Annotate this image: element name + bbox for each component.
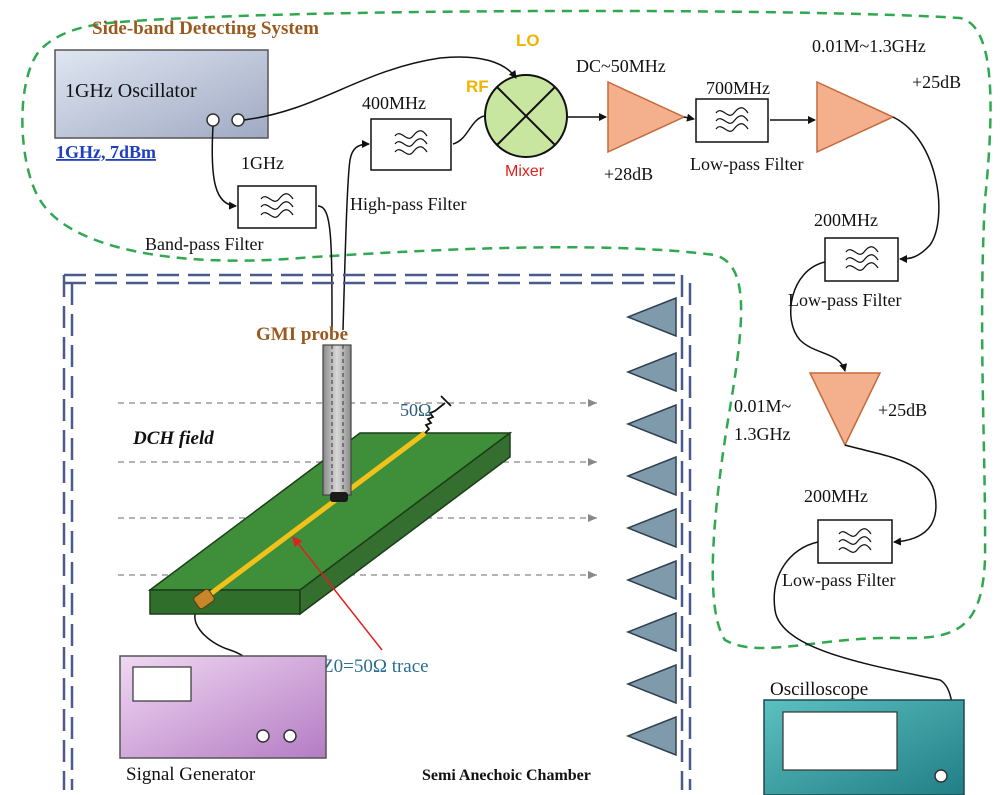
pcb-board — [147, 431, 513, 616]
oscilloscope-screen — [782, 711, 898, 771]
gmi-probe[interactable] — [322, 344, 352, 502]
highpass-freq: 400MHz — [362, 93, 426, 113]
mixer-lo-label: LO — [516, 31, 540, 50]
amplifier-3[interactable] — [808, 372, 882, 447]
bandpass-freq: 1GHz — [241, 153, 284, 173]
cable-amp2-to-lpf200a — [892, 116, 940, 263]
amp3-band-line2: 1.3GHz — [734, 424, 791, 444]
lpf700-freq: 700MHz — [706, 78, 770, 98]
amp2-gain: +25dB — [912, 72, 961, 92]
oscillator-label: 1GHz Oscillator — [65, 80, 197, 102]
amp1-gain: +28dB — [604, 164, 653, 184]
oscillator-port-1[interactable] — [206, 113, 220, 127]
amp3-gain: +25dB — [878, 400, 927, 420]
lpf200a-name: Low-pass Filter — [788, 290, 901, 310]
system-title: Side-band Detecting System — [92, 18, 319, 39]
cable-osc-to-lo — [243, 56, 517, 121]
chamber-border — [62, 273, 692, 790]
trace-label: Z0=50Ω trace — [322, 656, 429, 677]
amp1-band: DC~50MHz — [576, 56, 666, 76]
trace-pointer-arrow — [292, 536, 383, 651]
system-boundary — [21, 9, 992, 650]
oscillator[interactable]: 1GHz Oscillator — [54, 49, 269, 139]
sma-connector — [193, 588, 215, 610]
absorbers — [625, 296, 677, 757]
lpf200b-freq: 200MHz — [804, 486, 868, 506]
termination-label: 50Ω — [400, 400, 431, 420]
highpass-filter[interactable] — [370, 118, 452, 171]
mixer[interactable] — [484, 74, 568, 158]
signal-generator-port-2[interactable] — [283, 729, 297, 743]
cable-bandpass-to-probe — [317, 205, 333, 331]
lpf200b-name: Low-pass Filter — [782, 570, 895, 590]
lpf200a-freq: 200MHz — [814, 210, 878, 230]
oscillator-spec: 1GHz, 7dBm — [56, 142, 156, 162]
lowpass-filter-200-a[interactable] — [824, 237, 899, 282]
cable-amp3-to-lpf200b — [844, 444, 937, 546]
signal-generator[interactable] — [119, 655, 327, 759]
probe-label: GMI probe — [256, 324, 348, 345]
amplifier-2[interactable] — [816, 80, 895, 154]
cable-probe-to-highpass — [342, 140, 370, 331]
bandpass-filter[interactable] — [237, 185, 317, 229]
field-label: DCH field — [132, 428, 214, 449]
signal-generator-display — [132, 666, 192, 702]
signal-generator-port-1[interactable] — [256, 729, 270, 743]
cable-osc-to-bandpass — [211, 125, 237, 210]
amp3-band-line1: 0.01M~ — [734, 396, 792, 416]
termination-resistor — [424, 395, 452, 434]
chamber-label: Semi Anechoic Chamber — [422, 767, 591, 784]
lpf700-name: Low-pass Filter — [690, 154, 803, 174]
signal-generator-label: Signal Generator — [126, 764, 256, 785]
amplifier-1[interactable] — [607, 80, 686, 154]
lowpass-filter-200-b[interactable] — [817, 519, 893, 564]
oscilloscope-label: Oscilloscope — [770, 679, 868, 700]
microstrip-trace — [203, 431, 427, 600]
oscilloscope[interactable] — [763, 699, 965, 795]
cable-lpf200a-to-amp3 — [789, 261, 848, 372]
amp2-band: 0.01M~1.3GHz — [812, 36, 926, 56]
mixer-name: Mixer — [505, 163, 545, 180]
mixer-rf-label: RF — [466, 77, 489, 96]
highpass-name: High-pass Filter — [350, 194, 467, 214]
cable-highpass-to-mixer — [452, 115, 485, 145]
oscillator-port-2[interactable] — [231, 113, 245, 127]
oscilloscope-port[interactable] — [934, 769, 948, 783]
cable-amp1-to-lpf700 — [683, 113, 695, 122]
lowpass-filter-700[interactable] — [695, 98, 769, 143]
bandpass-name: Band-pass Filter — [145, 234, 264, 254]
